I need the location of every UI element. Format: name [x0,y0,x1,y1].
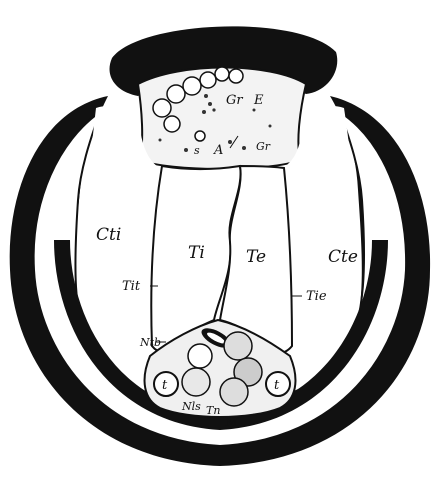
label-ntb: Ntb [139,336,161,349]
label-tn: Tn [206,404,220,417]
label-tit: Tit [122,279,141,294]
label-s: s [194,144,200,157]
label-a: A [213,143,223,158]
label-m: M [225,416,238,429]
label-t-left: t [162,378,168,393]
label-cte: Cte [328,247,358,267]
label-gr-small: Gr [256,140,271,153]
label-nls: Nls [181,400,201,413]
label-te: Te [246,247,266,267]
label-cti: Cti [96,225,121,245]
label-e: E [253,93,264,108]
label-tie: Tie [306,289,327,304]
label-ti: Ti [188,243,205,263]
label-t-right: t [274,378,280,393]
label-gr-top: Gr [226,93,243,108]
